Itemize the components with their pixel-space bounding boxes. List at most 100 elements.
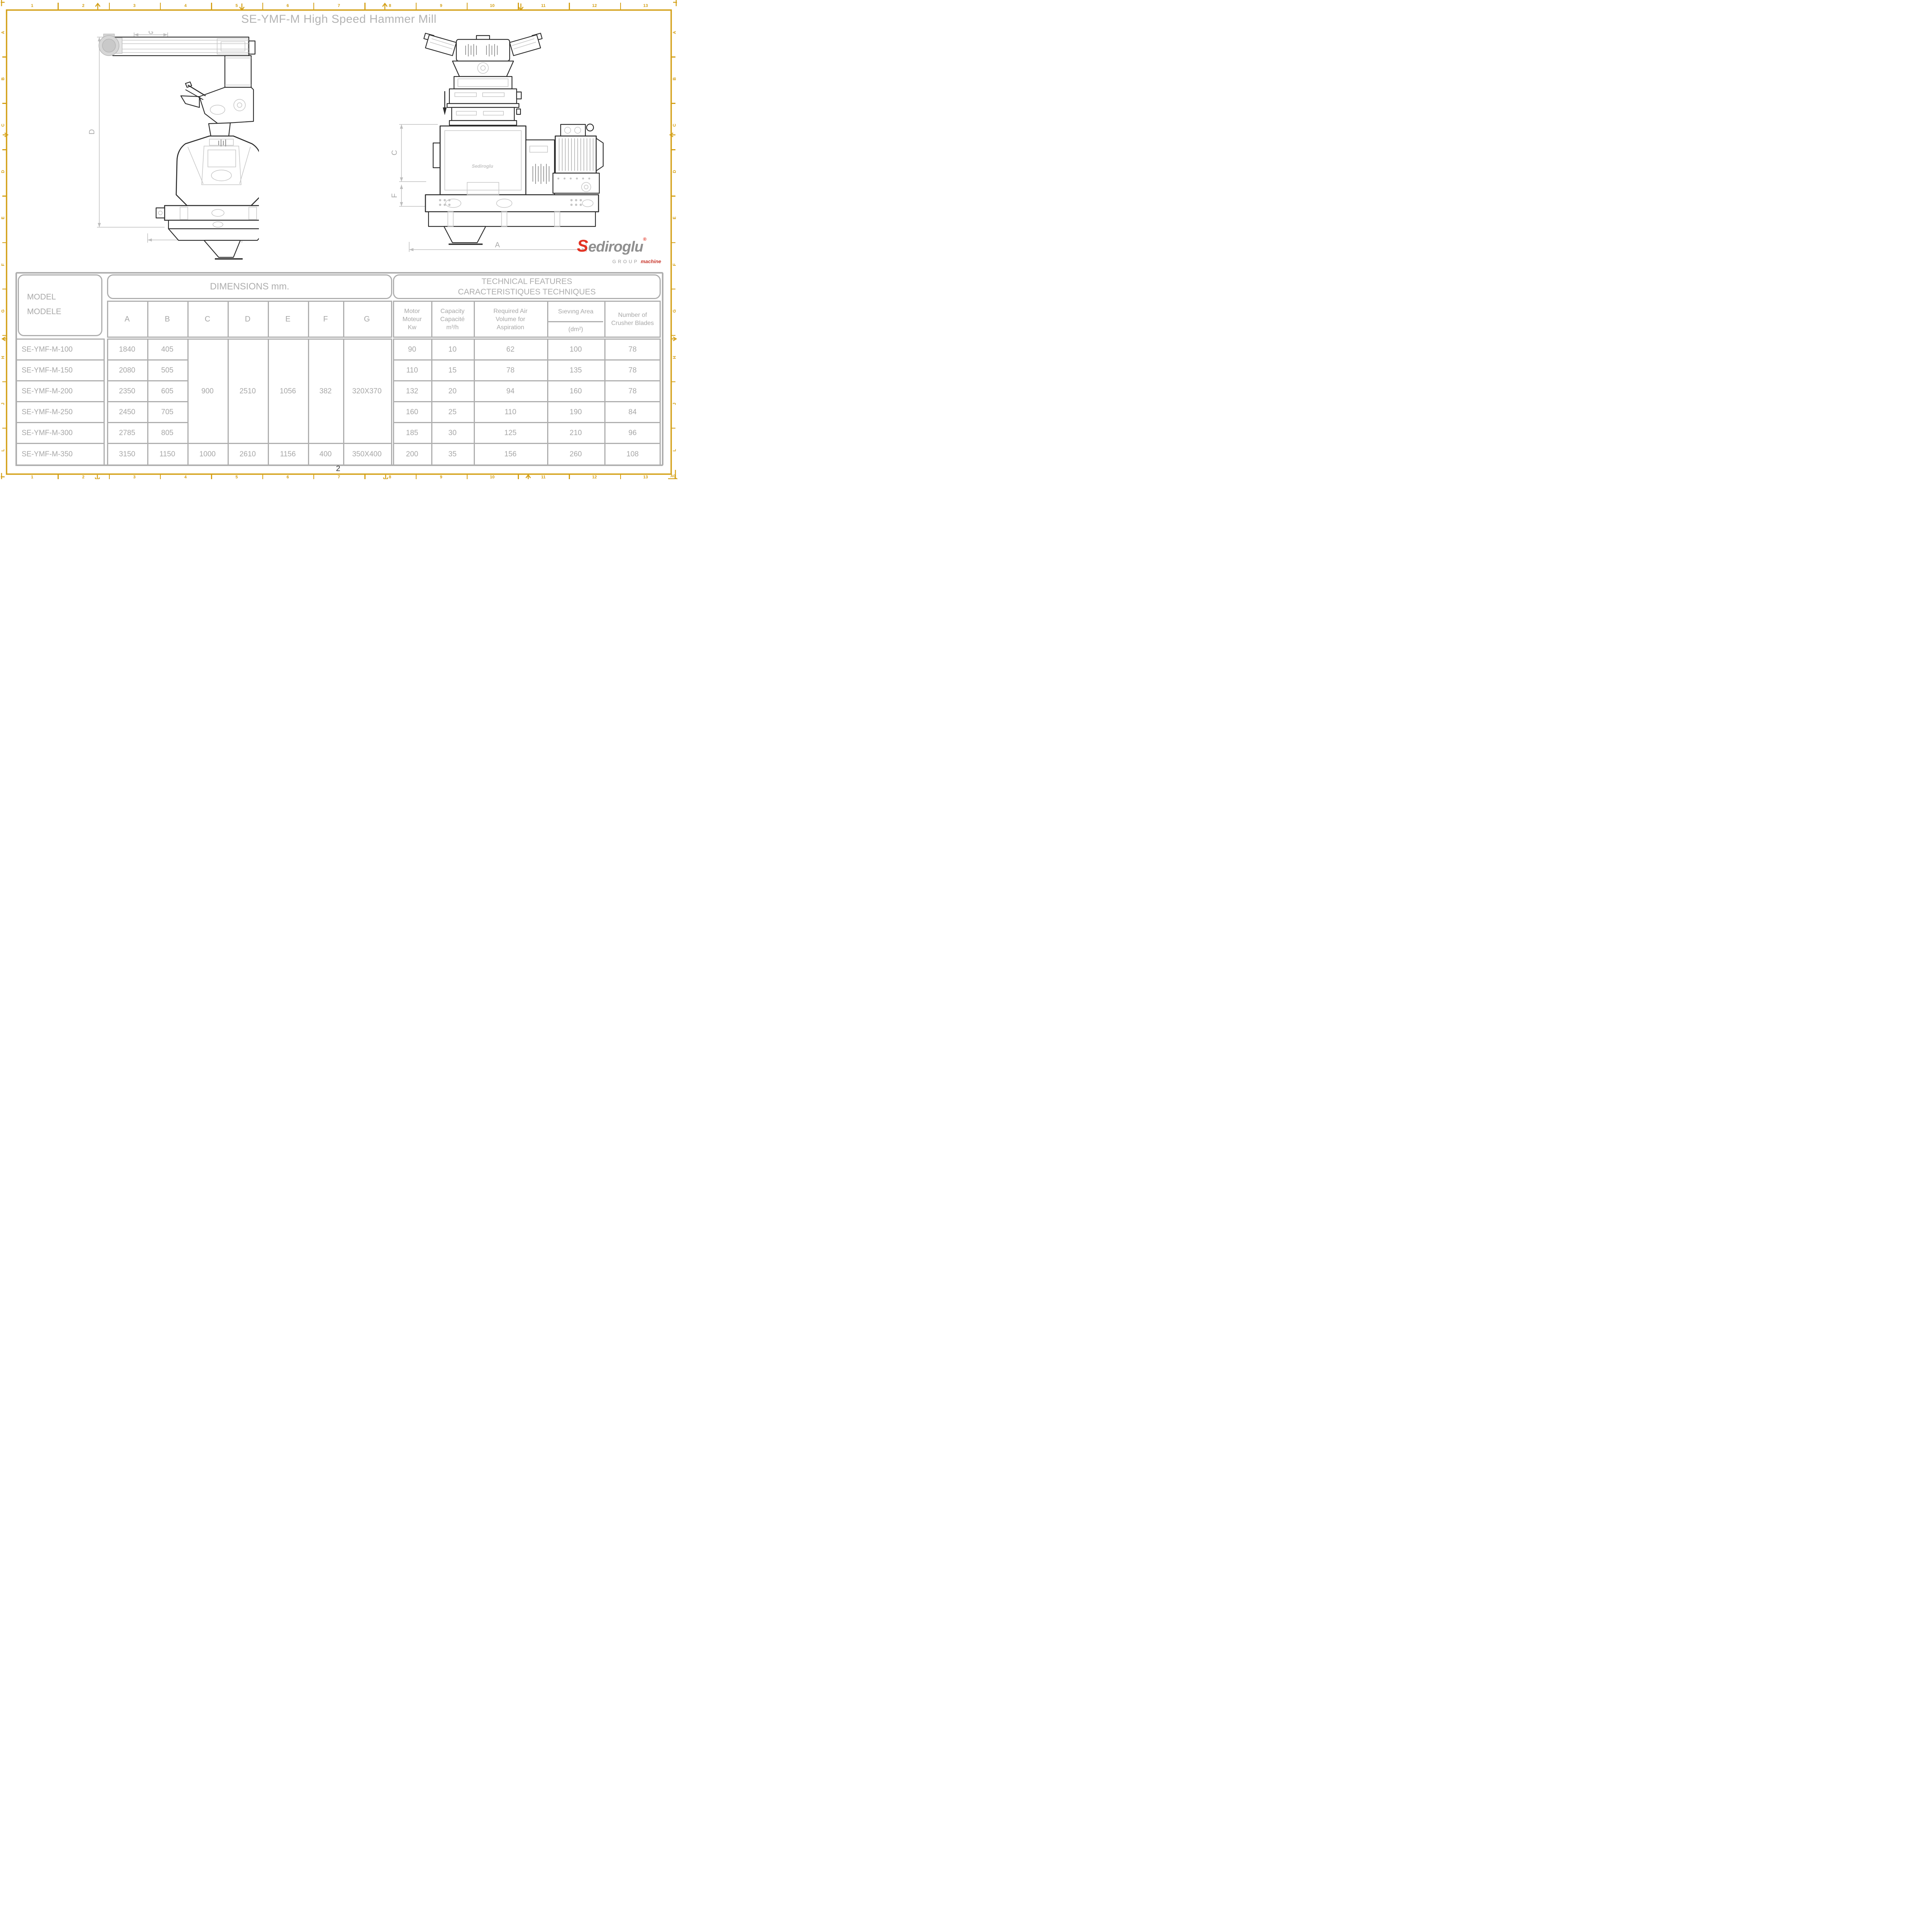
ruler-letter: B — [672, 77, 677, 81]
tech-subheader-box — [393, 301, 661, 338]
cell-capacity: 25 — [448, 408, 457, 416]
ruler-tick — [671, 103, 675, 104]
col-header-e: E — [285, 315, 291, 323]
ruler-tick — [671, 335, 675, 336]
cell-dim-b: 805 — [161, 429, 173, 437]
cell-sieving: 135 — [570, 366, 582, 374]
ruler-tick — [2, 149, 7, 150]
ruler-tick — [364, 3, 366, 10]
brand-wordmark: Sediroglu® — [577, 236, 647, 255]
cell-sieving: 160 — [570, 387, 582, 395]
col-header-f: F — [323, 315, 328, 323]
vent-slots — [465, 44, 549, 184]
ruler-number: 1 — [31, 475, 34, 479]
col-header-b: B — [165, 315, 170, 323]
col-header-a: A — [124, 315, 130, 323]
ruler-letter: B — [1, 77, 5, 81]
tech-data-box — [393, 338, 661, 466]
cell-dim-b: 605 — [161, 387, 173, 395]
ruler-tick — [2, 427, 7, 429]
cell-blades: 78 — [628, 345, 637, 354]
ruler-tick — [518, 474, 519, 479]
sheet-size-label: A0 — [670, 474, 675, 478]
ruler-tick — [466, 3, 468, 10]
ruler-tick — [109, 3, 110, 10]
ruler-number: 13 — [643, 3, 648, 8]
dim-label-c: C — [391, 150, 399, 155]
cell-motor: 132 — [406, 387, 418, 395]
brand-logo: Sediroglu® GROUP machine — [577, 236, 667, 272]
cell-capacity: 20 — [448, 387, 457, 395]
page-number: 2 — [336, 464, 340, 473]
dim-label-g: G — [148, 31, 153, 36]
ruler-tick — [262, 474, 263, 479]
dim-data-box — [107, 338, 392, 466]
ruler-tick — [671, 242, 675, 243]
technical-header-box — [393, 274, 661, 299]
ruler-number: 11 — [541, 475, 546, 479]
ruler-letter: C — [1, 124, 5, 127]
cell-dim-d-merged: 2510 — [239, 387, 256, 395]
ruler-number: 6 — [286, 3, 289, 8]
ruler-letter: G — [672, 309, 677, 313]
cell-model: SE-YMF-M-300 — [22, 429, 73, 437]
ruler-letter: L — [1, 449, 5, 452]
model-header-box — [18, 274, 102, 336]
cell-blades: 108 — [626, 450, 639, 458]
cell-air: 62 — [506, 345, 515, 354]
ruler-tick — [160, 474, 161, 479]
col-header-g: G — [364, 315, 370, 323]
cell-sieving: 190 — [570, 408, 582, 416]
ruler-letter: H — [1, 356, 5, 359]
cell-blades: 78 — [628, 387, 637, 395]
ruler-tick — [2, 381, 7, 383]
ruler-tick — [160, 3, 161, 10]
cell-blades: 84 — [628, 408, 637, 416]
model-header-text: MODEL MODELE — [27, 293, 61, 316]
ruler-number: 10 — [490, 475, 495, 479]
ruler-number: 9 — [440, 3, 442, 8]
ruler-letter: H — [672, 356, 677, 359]
ruler-number: 3 — [133, 475, 136, 479]
ruler-number: 2 — [82, 475, 85, 479]
spec-table: MODEL MODELE DIMENSIONS mm. TECHNICAL FE… — [15, 272, 663, 466]
cell-dim-f-merged: 382 — [319, 387, 332, 395]
ruler-tick — [671, 56, 675, 58]
ruler-tick — [415, 474, 417, 479]
ruler-tick — [2, 103, 7, 104]
ruler-letter: J — [1, 402, 5, 405]
cell-sieving: 260 — [570, 450, 582, 458]
machine-outline — [423, 32, 604, 243]
cell-motor: 160 — [406, 408, 418, 416]
cell-dim-g: 350X400 — [352, 450, 382, 458]
ruler-letter: A — [672, 31, 677, 34]
cell-air: 110 — [504, 408, 517, 416]
ruler-tick — [569, 474, 570, 479]
ruler-letter: J — [672, 402, 677, 405]
bolt-dots — [439, 177, 590, 206]
ruler-letter: D — [672, 170, 677, 173]
ruler-tick — [313, 3, 315, 10]
dim-label-f: F — [391, 193, 399, 198]
ruler-letter: F — [1, 263, 5, 266]
cell-motor: 110 — [406, 366, 418, 374]
ruler-tick — [58, 474, 59, 479]
ruler-tick — [671, 288, 675, 290]
cell-air: 125 — [504, 429, 517, 437]
ruler-number: 6 — [286, 475, 289, 479]
cell-capacity: 35 — [448, 450, 457, 458]
brand-subline: GROUP machine — [612, 259, 661, 264]
body-logo-label: Sediroglu — [472, 163, 493, 169]
ruler-number: 8 — [389, 3, 391, 8]
ruler-tick — [671, 149, 675, 150]
machine-details — [430, 38, 594, 227]
dim-subheader-box — [107, 301, 392, 338]
page-title: SE-YMF-M High Speed Hammer Mill — [241, 13, 437, 26]
cell-sieving: 210 — [570, 429, 582, 437]
dim-label-a: A — [495, 241, 500, 249]
col-header-d: D — [245, 315, 251, 323]
cell-motor: 90 — [408, 345, 417, 354]
